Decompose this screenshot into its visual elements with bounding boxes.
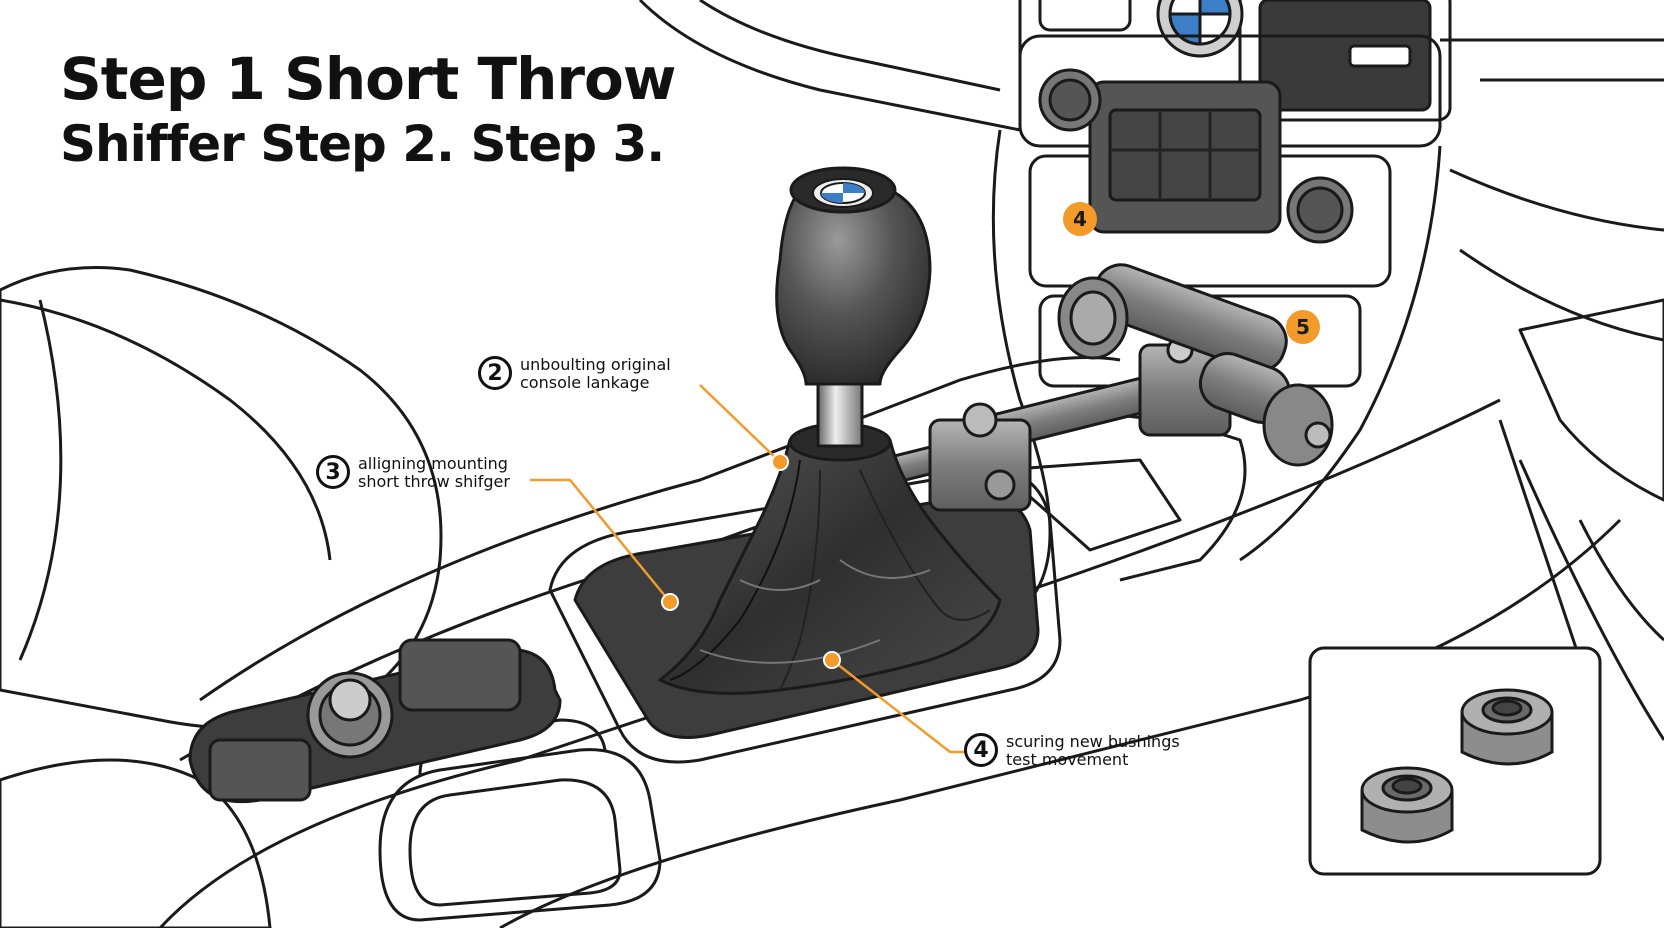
shifter-linkage [858,263,1334,512]
callout-step-2: 2 unboulting original console lankage [478,356,671,392]
dashboard [638,0,1664,741]
left-seat [0,266,443,928]
callout-number: 4 [964,733,998,767]
step-badge-5: 5 [1286,310,1320,344]
callout-label: scuring new bushings test movement [1006,732,1180,769]
callout-anchor-dots [661,453,841,669]
bushing-icon [1460,688,1554,766]
bushing-inset [1308,646,1602,876]
bushing-icon [1360,766,1454,844]
callout-step-3: 3 alligning mounting short throw shifger [316,455,510,491]
callout-label: unboulting original console lankage [520,355,671,392]
callout-leader-lines [530,384,968,754]
title-line-2: Shiffer Step 2. Step 3. [60,115,665,173]
callout-label: alligning mounting short throw shifger [358,454,510,491]
page-title: Step 1 Short Throw Shiffer Step 2. Step … [60,45,676,176]
callout-number: 2 [478,356,512,390]
title-line-1: Step 1 Short Throw [60,45,676,113]
bmw-roundel-icon [812,178,874,208]
callout-step-4: 4 scuring new bushings test movement [964,733,1180,769]
callout-number: 3 [316,455,350,489]
step-badge-4: 4 [1063,202,1097,236]
